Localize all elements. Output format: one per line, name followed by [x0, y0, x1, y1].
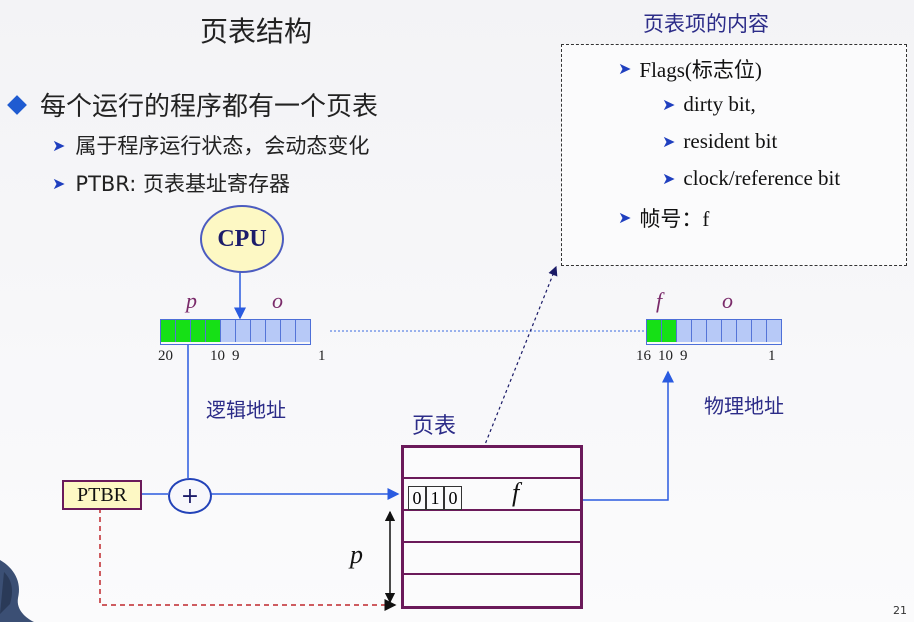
- physical-bit-10: 10: [658, 348, 673, 364]
- cpu-node: CPU: [200, 205, 284, 273]
- pte-dirty: ➤ dirty bit,: [662, 92, 756, 117]
- arrow-right-icon: ➤: [662, 170, 676, 188]
- logical-address-label: 逻辑地址: [206, 398, 286, 422]
- presenter-thumbnail: [0, 560, 34, 622]
- pte-resident-text: resident bit: [683, 129, 778, 153]
- arrow-right-icon: ➤: [662, 133, 676, 151]
- logical-bit-10: 10: [210, 348, 225, 364]
- arrow-right-icon: ➤: [618, 61, 632, 78]
- pte-dirty-text: dirty bit,: [683, 92, 756, 116]
- arrow-right-icon: ➤: [52, 135, 66, 155]
- pte-clock: ➤ clock/reference bit: [662, 166, 840, 191]
- arrow-right-icon: ➤: [618, 210, 632, 227]
- pte-flags-text: Flags(标志位): [639, 58, 762, 82]
- logical-address-register: [160, 319, 311, 345]
- physical-o-label: o: [722, 288, 733, 313]
- main-bullet: 每个运行的程序都有一个页表: [7, 86, 379, 123]
- page-number: 21: [893, 604, 907, 617]
- ptbr-register: PTBR: [62, 480, 142, 510]
- sub-bullet-2: ➤ PTBR: 页表基址寄存器: [52, 168, 290, 198]
- physical-address-label: 物理地址: [704, 394, 784, 418]
- entry-bit-1: 1: [426, 486, 444, 510]
- entry-bit-0: 0: [408, 486, 426, 510]
- arrow-right-icon: ➤: [662, 96, 676, 114]
- page-table: [401, 445, 583, 609]
- physical-f-label: f: [656, 288, 663, 313]
- pte-frame-text: 帧号：f: [639, 207, 710, 231]
- logical-bit-9: 9: [232, 348, 240, 364]
- sub-bullet-1-text: 属于程序运行状态，会动态变化: [75, 134, 370, 158]
- pte-clock-text: clock/reference bit: [683, 166, 841, 190]
- entry-frame-f: f: [512, 478, 520, 507]
- logical-bit-1: 1: [318, 348, 326, 364]
- offset-p-label: p: [350, 540, 363, 569]
- page-table-label: 页表: [412, 414, 457, 439]
- sub-bullet-1: ➤ 属于程序运行状态，会动态变化: [52, 130, 369, 160]
- arrow-right-icon: ➤: [52, 173, 66, 193]
- slide-title: 页表结构: [200, 15, 313, 48]
- pte-frame: ➤ 帧号：f: [618, 203, 709, 233]
- main-bullet-text: 每个运行的程序都有一个页表: [40, 92, 379, 122]
- logical-bit-20: 20: [158, 348, 173, 364]
- sub-bullet-2-text: PTBR: 页表基址寄存器: [75, 172, 290, 196]
- pte-resident: ➤ resident bit: [662, 129, 777, 154]
- physical-bit-9: 9: [680, 348, 688, 364]
- pte-box: [561, 44, 907, 266]
- physical-bit-16: 16: [636, 348, 651, 364]
- logical-p-label: p: [186, 288, 197, 313]
- physical-address-register: [646, 319, 782, 345]
- plus-icon: +: [168, 478, 212, 514]
- pte-title: 页表项的内容: [643, 12, 769, 36]
- pte-flags: ➤ Flags(标志位): [618, 54, 762, 84]
- entry-bit-2: 0: [444, 486, 462, 510]
- diamond-icon: [7, 94, 27, 115]
- logical-o-label: o: [272, 288, 283, 313]
- physical-bit-1: 1: [768, 348, 776, 364]
